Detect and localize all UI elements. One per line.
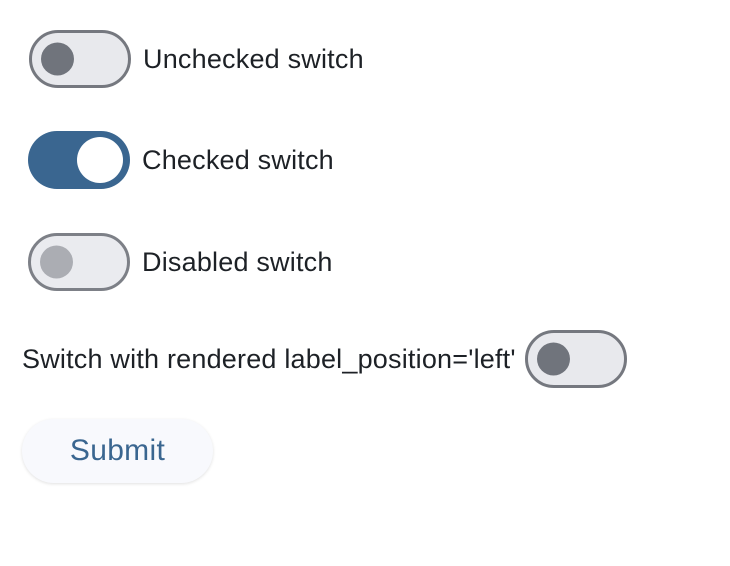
switch-row-unchecked: Unchecked switch [29,30,364,88]
switch-toggle-unchecked[interactable] [29,30,131,88]
switch-toggle-label-left[interactable] [524,330,627,388]
switch-toggle-disabled [28,233,130,291]
submit-button-label: Submit [69,434,166,467]
switch-row-label-left: Switch with rendered label_position='lef… [22,330,627,388]
switch-label-disabled: Disabled switch [142,246,333,277]
switch-label-checked: Checked switch [142,144,334,175]
submit-button[interactable]: Submit [22,419,213,483]
switch-thumb [40,245,73,279]
switch-label-left-position: Switch with rendered label_position='lef… [22,343,516,374]
switch-toggle-checked[interactable] [28,131,130,189]
switch-thumb [536,342,570,376]
switch-row-checked: Checked switch [28,131,334,189]
switch-row-disabled: Disabled switch [28,233,333,291]
switch-thumb [41,42,74,76]
switch-thumb [77,137,123,183]
switch-label-unchecked: Unchecked switch [143,43,364,74]
